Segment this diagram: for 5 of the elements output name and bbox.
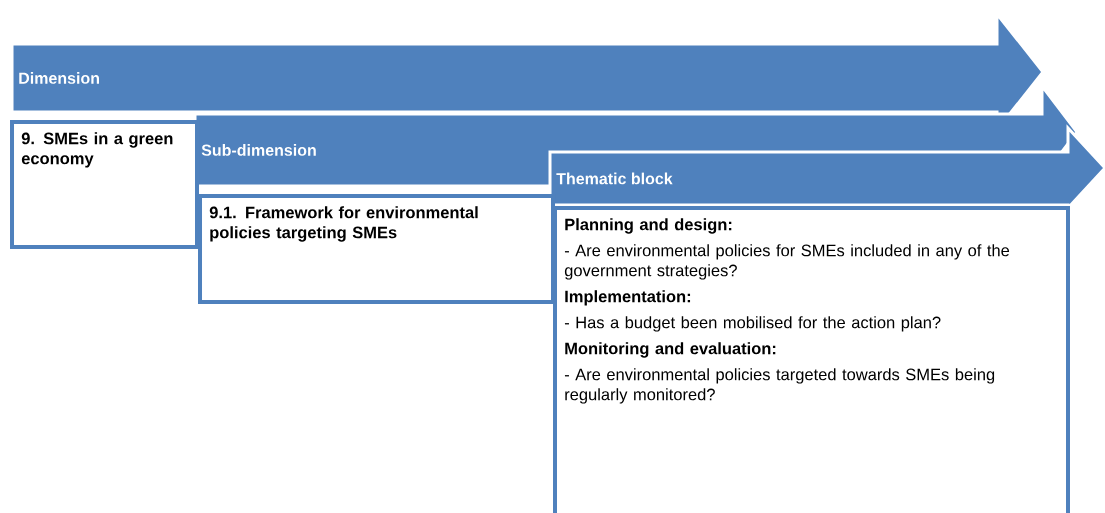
text-box: 9. SMEs in a green economy (10, 120, 199, 249)
text-box: Planning and design: - Are environmental policies for SMEs included in any of the government strategies? Implementation: - Has a budget been mobilised for the action plan? Monitoring and evaluation: - Are environmental policies targeted towards SMEs being regularly monitored? (553, 206, 1070, 513)
node-label: Sub-dimension (201, 144, 316, 156)
text-box: 9.1. Framework for environmental policies targeting SMEs (198, 194, 555, 304)
node-label: Thematic block (556, 172, 673, 185)
